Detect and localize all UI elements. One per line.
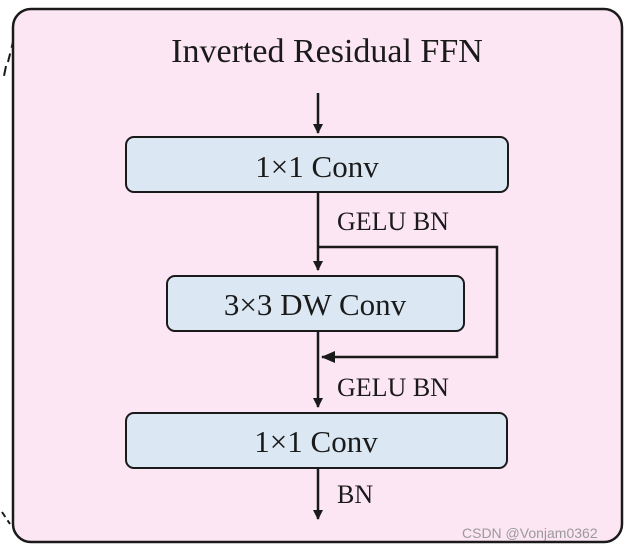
dwconv3x3-label: 3×3 DW Conv <box>224 287 407 322</box>
conv1x1-block-second: 1×1 Conv <box>125 412 508 469</box>
conv1x1-second-label: 1×1 Conv <box>254 424 378 459</box>
residual-skip-path <box>318 245 499 363</box>
edge-label-gelu-bn-first: GELU BN <box>337 207 449 236</box>
conv1x1-first-label: 1×1 Conv <box>255 149 379 184</box>
dwconv3x3-block: 3×3 DW Conv <box>166 275 465 332</box>
outer-dashed-border-bottom <box>1 511 11 525</box>
watermark: CSDN @Vonjam0362 <box>462 525 598 541</box>
conv1x1-block-first: 1×1 Conv <box>125 136 509 193</box>
edge-label-gelu-bn-second: GELU BN <box>337 373 449 402</box>
edge-label-bn-output: BN <box>337 480 373 509</box>
diagram-title: Inverted Residual FFN <box>171 33 483 70</box>
